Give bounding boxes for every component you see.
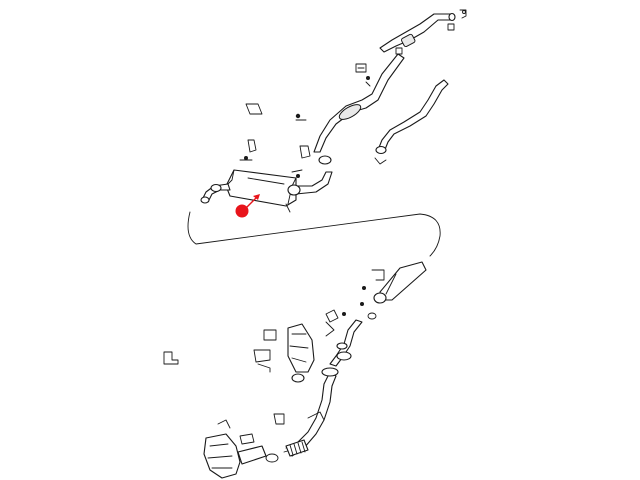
- highlight-marker: [235, 194, 260, 218]
- highlight-dot: [235, 204, 249, 218]
- catalytic-converter: [287, 323, 315, 373]
- flex-bellows: [285, 439, 309, 457]
- manifold-converter: [203, 433, 241, 479]
- downpipe-hanger: [273, 413, 285, 425]
- tailpipe-assembly: [245, 9, 467, 165]
- inlet-clamp: [210, 183, 222, 193]
- tailpipe-clamp: [401, 33, 416, 48]
- exhaust-gasket: [367, 312, 377, 320]
- muffler-hangers: [239, 139, 311, 213]
- inlet-flange: [200, 196, 210, 204]
- marker-arrowhead: [253, 194, 260, 200]
- intermediate-pipe: [377, 79, 449, 153]
- assembly-connector-line: [187, 211, 441, 257]
- exhaust-gasket-lower: [265, 453, 279, 463]
- mid-section: [325, 261, 427, 367]
- resonator-hangers: [245, 63, 371, 121]
- cat-outlet-flange: [291, 373, 305, 383]
- bracket-left: [163, 351, 179, 365]
- resonator: [338, 104, 362, 120]
- bracket-small: [325, 309, 339, 323]
- rear-hanger-bracket: [395, 9, 467, 55]
- tailpipe-tip: [448, 12, 456, 22]
- pipe-flange: [375, 145, 387, 155]
- muffler-group: [200, 139, 333, 213]
- front-muffler: [379, 261, 427, 301]
- tailpipe: [379, 13, 453, 53]
- flex-flange: [336, 351, 352, 361]
- pipe-clamp-ring: [318, 155, 332, 165]
- front-muffler-flange: [373, 292, 387, 304]
- lower-section: [163, 323, 339, 479]
- muffler: [225, 169, 297, 207]
- downpipe: [287, 371, 337, 457]
- muffler-clamp: [287, 184, 301, 196]
- resonator-pipe: [313, 53, 405, 153]
- front-muffler-hanger: [371, 269, 385, 281]
- heat-shield: [263, 329, 277, 341]
- muffler-outlet-pipe: [295, 171, 333, 195]
- pipe-clamp: [374, 157, 387, 165]
- downpipe-flange: [321, 367, 339, 377]
- manifold-outlet: [237, 445, 267, 465]
